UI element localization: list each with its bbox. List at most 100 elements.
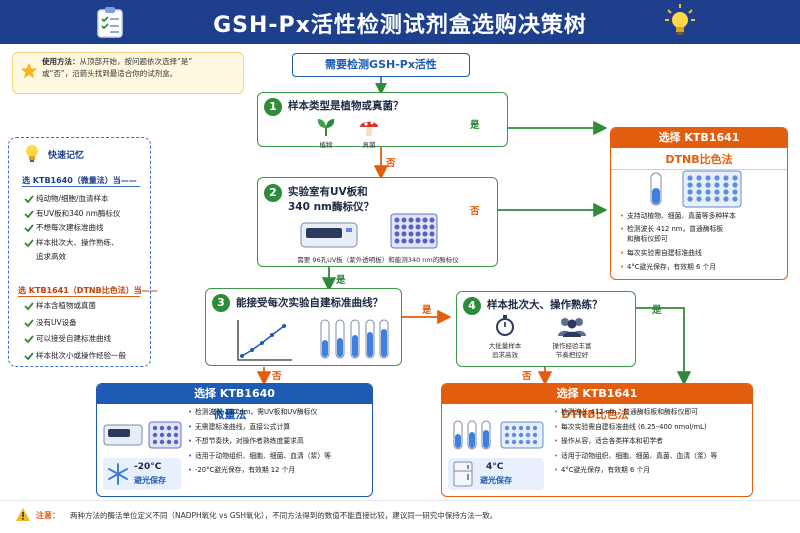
- step-number-4: 4: [463, 297, 481, 315]
- list-item: 支持动植物、细菌、真菌等多种样本: [620, 212, 736, 221]
- q4-caption-2b: 节奏把控好: [555, 351, 589, 359]
- uv-plate-icon: [148, 421, 182, 449]
- question-1-box: [257, 92, 508, 147]
- step-number-1: 1: [264, 98, 282, 116]
- step-number-2: 2: [264, 184, 282, 202]
- clipboard-checklist-icon: [97, 7, 123, 38]
- question-2-text-line2: 340 nm酶标仪？: [288, 201, 374, 213]
- yes-label: 是: [652, 305, 662, 316]
- result-left-head: 选择 KTB1640: [97, 384, 372, 404]
- usage-text: 使用方法：从顶部开始，按问题依次选择“是” 或“否”，沿箭头找到最适合你的试剂盒…: [42, 56, 242, 80]
- warning-icon: [16, 508, 30, 521]
- checkmark-icon: [24, 318, 34, 327]
- question-2-caption: 需要 96孔UV板（紫外透明板）和能测340 nm的酶标仪: [297, 256, 459, 264]
- no-label: 否: [522, 371, 532, 382]
- no-label: 否: [272, 371, 282, 382]
- list-item: 追求高效: [36, 252, 66, 261]
- storage-label: 避光保存: [480, 476, 512, 485]
- question-4-text: 样本批次大、操作熟练？: [487, 299, 603, 311]
- lightbulb-icon: [26, 145, 38, 162]
- snowflake-icon: [108, 463, 128, 485]
- list-item: 4°C避光保存，有效期 6 个月: [554, 466, 650, 475]
- refrigerator-icon: [453, 461, 473, 487]
- start-box: 需要检测GSH-Px活性: [292, 53, 470, 77]
- test-tubes-icon: [320, 319, 389, 359]
- list-item: 不想节奏快，对操作者熟练度要求高: [188, 437, 304, 446]
- checkmark-icon: [24, 224, 34, 233]
- divider: [22, 186, 140, 187]
- list-item: 每次实验需自建标准曲线: [620, 249, 702, 258]
- list-item: 适用于动物组织、细胞、细菌、真菌、血清（浆）等: [554, 452, 717, 461]
- star-icon: [20, 62, 38, 79]
- uv-plate-icon: [390, 213, 438, 249]
- plate-reader-icon: [103, 424, 143, 446]
- storage-temp: -20°C: [134, 462, 162, 472]
- checkmark-icon: [24, 351, 34, 360]
- note-text: 两种方法的酶活单位定义不同（NADPH氧化 vs GSH氧化），不同方法得到的数…: [70, 511, 498, 520]
- checkmark-icon: [24, 335, 34, 344]
- checkmark-icon: [24, 302, 34, 311]
- well-plate-icon: [500, 421, 544, 449]
- usage-label: 使用方法：: [42, 57, 80, 66]
- memo-title: 快速记忆: [48, 151, 85, 161]
- checkmark-icon: [24, 209, 34, 218]
- q4-caption-1a: 大批量样本: [488, 342, 522, 350]
- checkmark-icon: [24, 238, 34, 247]
- yes-label: 是: [422, 305, 432, 316]
- list-item: 没有UV设备: [36, 317, 77, 327]
- list-item: 可以接受自建标准曲线: [36, 334, 111, 343]
- memo-group2-title: 选 KTB1641（DTNB比色法）当——: [18, 286, 158, 295]
- list-item: 检测波长 412 nm，普通酶标板: [620, 225, 723, 234]
- divider: [18, 296, 140, 297]
- fungus-label: 真菌: [362, 141, 376, 149]
- list-item: 检测波长 340 nm，需UV板和UV酶标仪: [188, 408, 317, 417]
- stopwatch-icon: [496, 315, 514, 336]
- usage-note: [12, 52, 244, 94]
- no-label: 否: [470, 206, 480, 217]
- list-item: 纯动物/细胞/血清样本: [36, 194, 109, 203]
- list-item: -20°C避光保存，有效期 12 个月: [188, 466, 295, 475]
- list-item: 和酶标仪即可: [627, 235, 668, 243]
- question-3-text: 能接受每次实验自建标准曲线？: [236, 297, 383, 309]
- memo-group1-title: 选 KTB1640（微量法）当——: [22, 176, 137, 185]
- standard-curve-icon: [237, 320, 292, 361]
- checkmark-icon: [24, 195, 34, 204]
- question-4-box: [456, 291, 636, 367]
- q4-caption-2a: 操作经验丰富: [552, 342, 592, 350]
- list-item: 样本批次小或操作经验一般: [36, 350, 126, 360]
- result-top-sub: DTNB比色法: [611, 151, 787, 170]
- list-item: 检测波长 412 nm，普通酶标板和酶标仪即可: [554, 408, 698, 417]
- no-label: 否: [386, 158, 396, 169]
- test-tube-icon: [650, 172, 662, 206]
- usage-text-line2: 或“否”，沿箭头找到最适合你的试剂盒。: [42, 69, 178, 78]
- result-right-head: 选择 KTB1641: [442, 384, 752, 404]
- well-plate-icon: [682, 170, 742, 208]
- lightbulb-icon: [665, 4, 695, 35]
- plant-label: 植物: [319, 141, 333, 149]
- plate-reader-icon: [300, 222, 358, 248]
- question-1-text: 样本类型是植物或真菌？: [288, 100, 404, 112]
- storage-temp: 4°C: [486, 462, 504, 472]
- yes-label: 是: [336, 275, 346, 286]
- page-title: GSH-Px活性检测试剂盒选购决策树: [213, 13, 587, 38]
- note-label: 注意：: [36, 511, 60, 520]
- list-item: 无需建标准曲线，直接公式计算: [188, 423, 290, 432]
- plant-icon: [317, 119, 335, 136]
- q4-caption-1b: 追求高效: [492, 351, 518, 359]
- list-item: 不想每次建标准曲线: [36, 223, 104, 232]
- usage-text-line1: 从顶部开始，按问题依次选择“是”: [79, 57, 193, 66]
- question-2-text-line1: 实验室有UV板和: [288, 186, 368, 198]
- list-item: 有UV板和340 nm酶标仪: [36, 208, 121, 218]
- quick-memo-panel: [8, 137, 151, 367]
- yes-label: 是: [470, 120, 480, 131]
- result-top-head: 选择 KTB1641: [611, 128, 787, 148]
- question-2-box: [257, 177, 498, 267]
- mushroom-icon: [360, 121, 378, 136]
- team-icon: [558, 318, 586, 337]
- header-bar: [0, 0, 800, 44]
- list-item: 样本批次大、操作熟练、: [36, 237, 119, 247]
- storage-label: 避光保存: [134, 476, 166, 485]
- divider: [0, 500, 800, 501]
- list-item: 适用于动物组织、细胞、细菌、血清（浆）等: [188, 452, 331, 461]
